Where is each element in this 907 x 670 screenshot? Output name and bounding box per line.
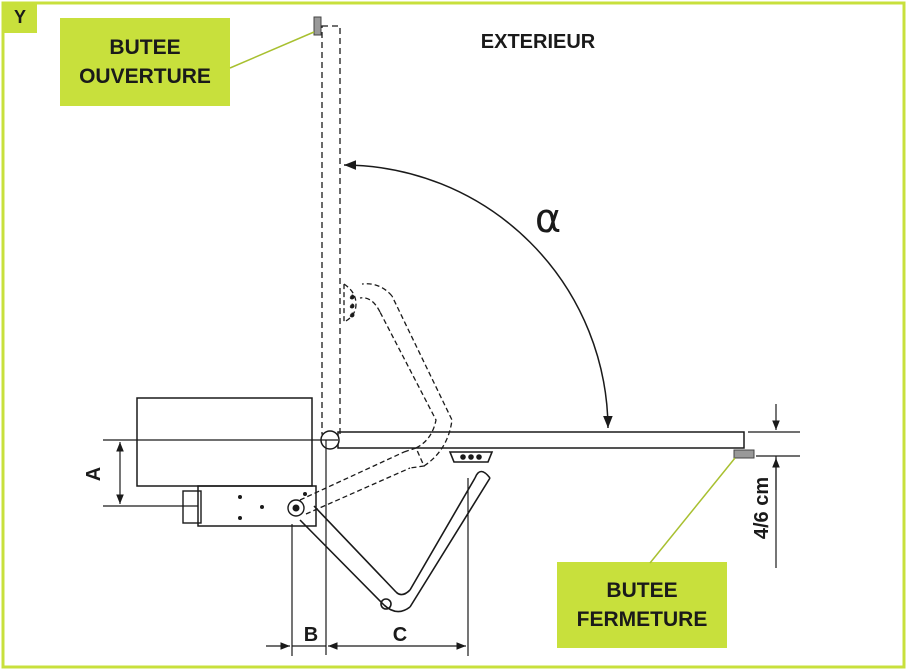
angle-alpha-label: α: [535, 196, 561, 242]
opening-stop-block: [313, 16, 322, 36]
closing-stop-leader: [649, 457, 736, 564]
closing-stop-line1: BUTEE: [606, 578, 678, 602]
opening-stop-line1: BUTEE: [109, 35, 181, 59]
gate-leaf-open: [321, 25, 341, 435]
dimension-a-lines: [103, 439, 312, 507]
dimension-b-label: B: [304, 624, 318, 646]
dimension-gap-label: 4/6 cm: [751, 477, 773, 539]
articulated-arm-open: [299, 282, 453, 515]
articulated-arm-closed: [299, 451, 494, 613]
opening-stop-line2: OUVERTURE: [79, 65, 211, 88]
dimension-bc-lines: [266, 478, 469, 656]
dimension-a-label: A: [83, 467, 105, 481]
gate-leaf-closed: [337, 431, 745, 449]
dimension-c-label: C: [393, 624, 407, 646]
dimension-gap-lines: [748, 404, 800, 568]
closing-stop-line2: FERMETURE: [576, 608, 708, 631]
opening-stop-leader: [229, 31, 315, 69]
closing-stop-block: [733, 449, 755, 459]
exterior-label: EXTERIEUR: [481, 31, 596, 53]
opening-angle-arc: [343, 160, 613, 429]
closing-stop-callout: BUTEE FERMETURE: [557, 562, 727, 648]
opening-stop-callout: BUTEE OUVERTURE: [60, 18, 230, 106]
corner-label: Y: [3, 3, 37, 33]
motor-unit: [182, 485, 317, 527]
wall-pillar: [136, 397, 313, 487]
